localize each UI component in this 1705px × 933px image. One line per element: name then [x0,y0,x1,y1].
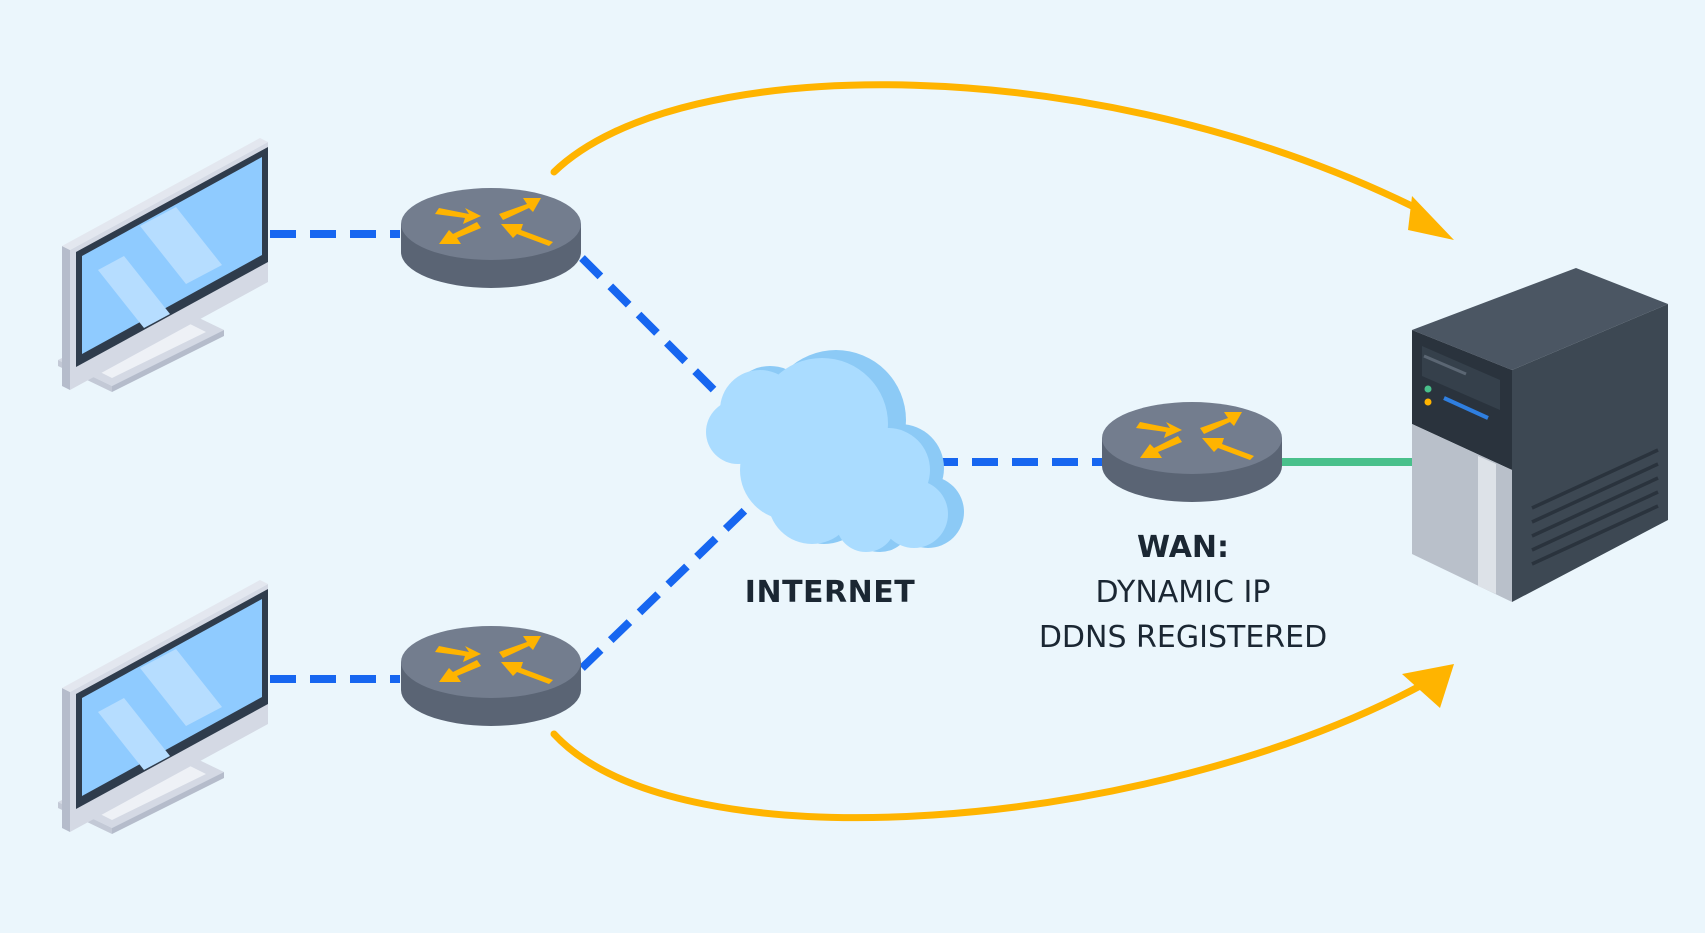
router-icon-2 [401,626,581,726]
flow-arrows [550,81,1424,821]
monitor-icon-2 [58,580,268,834]
wan-ddns-registered-label: DDNS REGISTERED [1038,620,1328,655]
flow-arrow-top-curve [550,81,1424,214]
link-router1-cloud [579,255,723,399]
flow-arrow-bottom-curve [550,682,1424,821]
monitor-icon-1 [58,138,268,392]
server-tower-icon [1412,268,1668,602]
wan-dynamic-ip-label: DYNAMIC IP [1095,575,1271,610]
wan-title: WAN: [1136,530,1230,565]
internet-label: INTERNET [744,575,916,610]
dashed-links [270,230,1102,683]
flow-arrowhead-bottom [1402,664,1454,708]
router-icon-wan [1102,402,1282,502]
flow-arrowhead-top [1408,196,1454,240]
router-icon-1 [401,188,581,288]
cloud-icon [706,350,964,552]
link-router2-cloud [579,483,773,671]
